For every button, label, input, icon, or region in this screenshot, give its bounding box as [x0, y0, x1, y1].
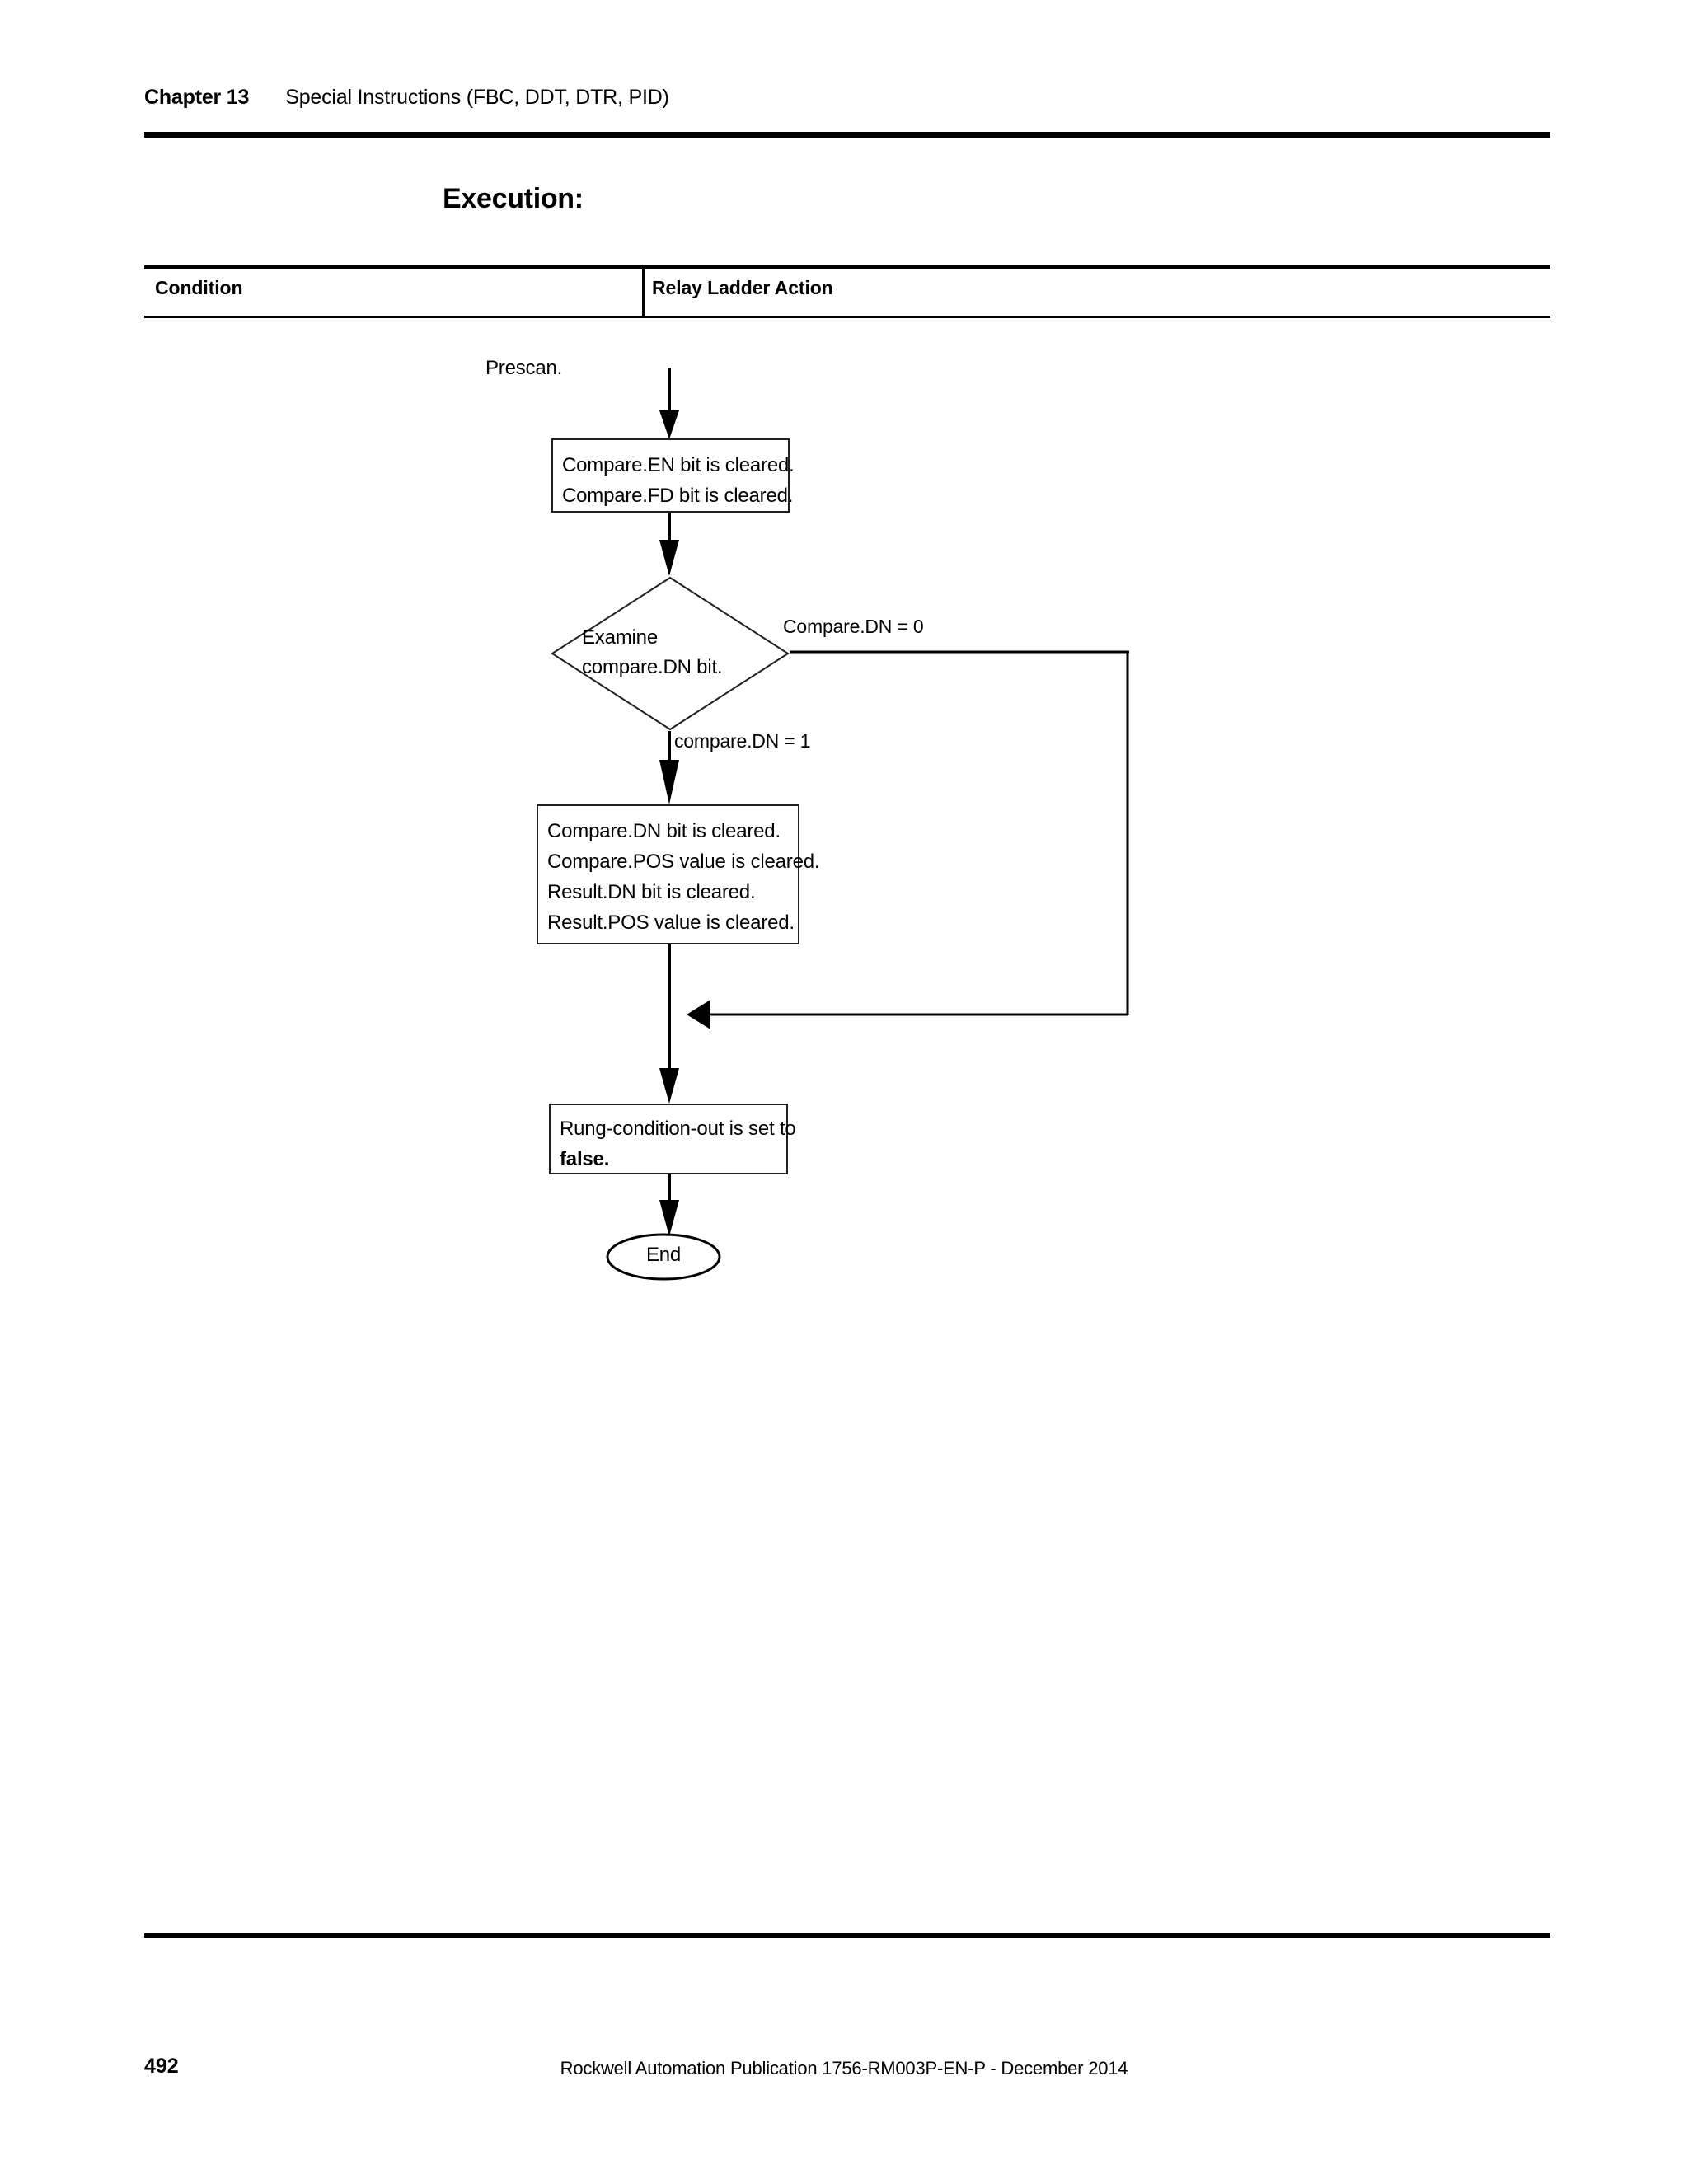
flow-node-line: Result.DN bit is cleared.	[547, 881, 756, 903]
footer-rule	[144, 1933, 1550, 1938]
flow-node-clear-values: Compare.DN bit is cleared. Compare.POS v…	[537, 804, 820, 944]
table-column-divider	[642, 265, 645, 318]
flow-node-end: End	[606, 1232, 721, 1282]
publication-line: Rockwell Automation Publication 1756-RM0…	[560, 2058, 1128, 2079]
end-label: End	[645, 1244, 682, 1266]
flow-node-line-emphasis: false.	[560, 1148, 610, 1170]
flow-node-examine-decision: Examine compare.DN bit.	[551, 576, 790, 731]
chapter-title: Special Instructions (FBC, DDT, DTR, PID…	[285, 86, 669, 109]
flow-node-line: Compare.DN bit is cleared.	[547, 820, 781, 842]
flow-node-rung-condition-out: Rung-condition-out is set to false.	[549, 1104, 796, 1174]
decision-line: compare.DN bit.	[582, 656, 723, 678]
chapter-label: Chapter 13	[144, 86, 250, 109]
decision-line: Examine	[582, 626, 658, 649]
condition-prescan-label: Prescan.	[485, 357, 563, 379]
flow-node-line: Compare.EN bit is cleared.	[562, 454, 795, 476]
edge-label-dn-zero: Compare.DN = 0	[783, 616, 924, 637]
table-top-rule	[144, 265, 1550, 269]
column-header-relay-ladder-action: Relay Ladder Action	[652, 277, 833, 298]
header-rule	[144, 132, 1550, 138]
flow-node-line: Result.POS value is cleared.	[547, 912, 795, 934]
section-heading: Execution:	[443, 183, 584, 214]
flow-node-line: Compare.POS value is cleared.	[547, 851, 820, 873]
flow-node-clear-en-fd: Compare.EN bit is cleared. Compare.FD bi…	[551, 438, 795, 513]
flow-node-line: Compare.FD bit is cleared.	[562, 485, 794, 507]
column-header-condition: Condition	[155, 277, 243, 298]
decision-text: Examine compare.DN bit.	[582, 623, 723, 682]
flow-node-line: Rung-condition-out is set to	[560, 1118, 796, 1140]
running-head: Chapter 13 Special Instructions (FBC, DD…	[144, 86, 669, 110]
table-header-separator	[144, 316, 1550, 318]
edge-label-dn-one: compare.DN = 1	[674, 730, 811, 752]
page-number: 492	[144, 2055, 179, 2078]
